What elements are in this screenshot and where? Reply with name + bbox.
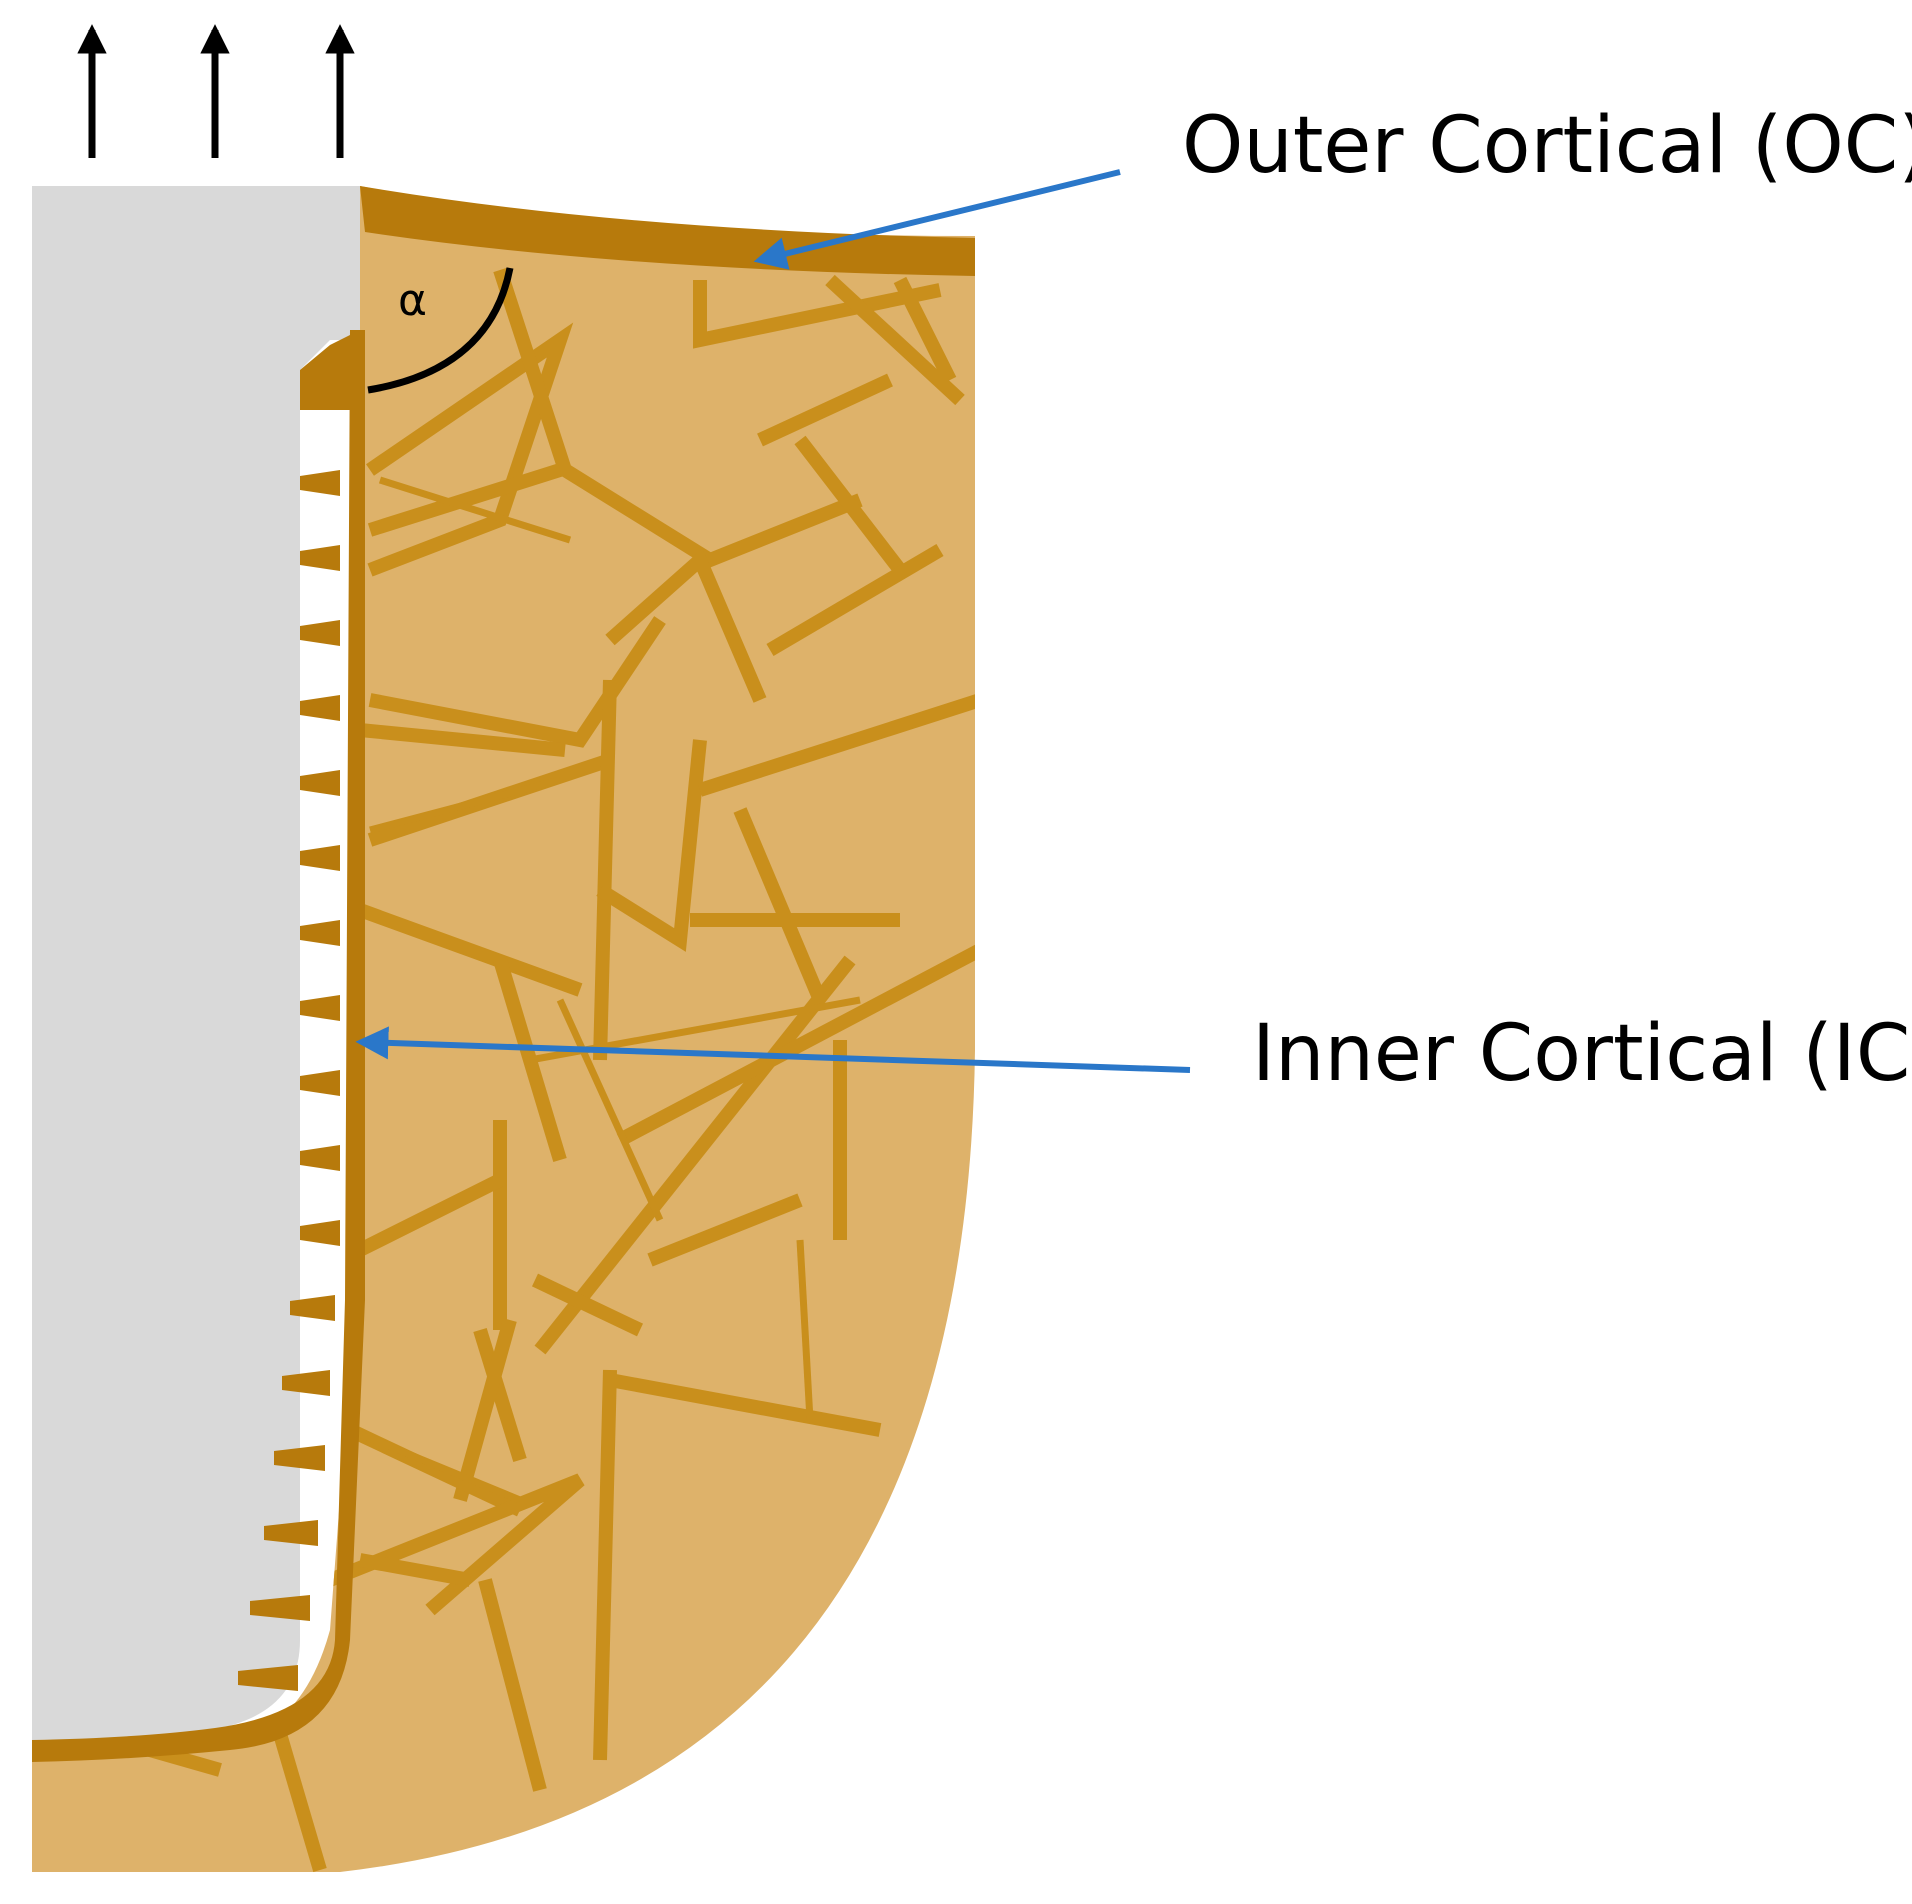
outer-cortical-label: Outer Cortical (OC) [1182, 101, 1912, 191]
implant-collar [300, 330, 360, 410]
outer-cortical-pointer-arrow [753, 169, 1121, 270]
implant-threads [238, 470, 340, 1691]
load-arrows [77, 24, 355, 158]
angle-alpha-arc [367, 267, 514, 394]
implant-body [32, 186, 360, 1740]
inner-cortical-label: Inner Cortical (IC) [1252, 1009, 1912, 1099]
cancellous-bone [32, 186, 975, 1872]
inner-cortical-pointer-arrow [355, 1026, 1191, 1073]
outer-cortical-layer [360, 186, 975, 276]
angle-alpha-label: α [398, 275, 427, 326]
